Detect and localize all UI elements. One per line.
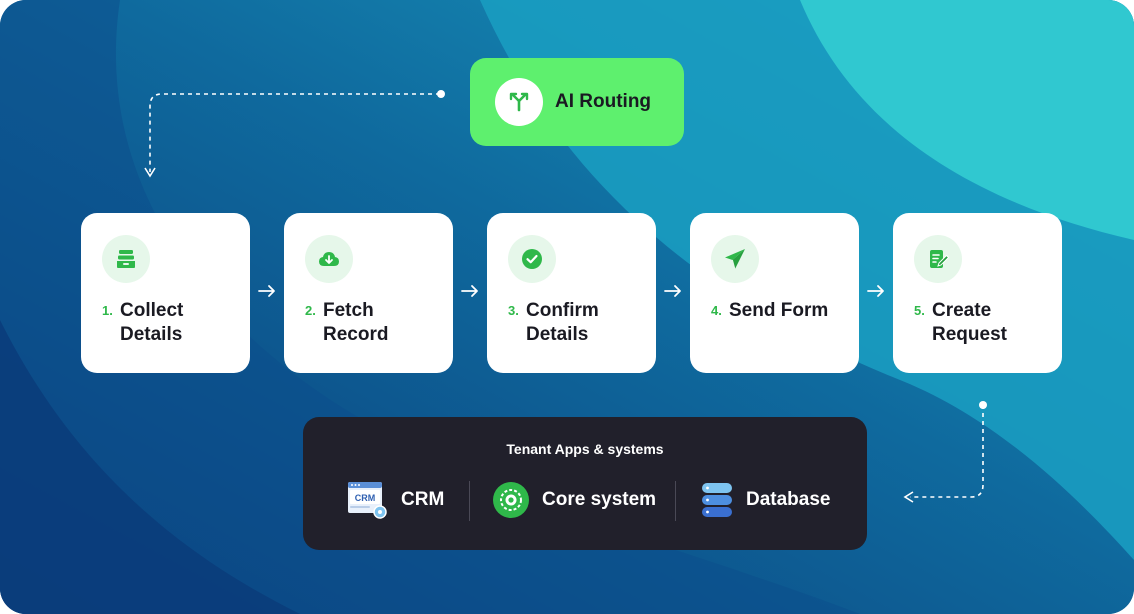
inbox-tray-icon bbox=[102, 235, 150, 283]
tenant-apps-panel: Tenant Apps & systems CRM CRM bbox=[303, 417, 867, 550]
arrow-right-icon bbox=[258, 285, 275, 297]
step-number: 1. bbox=[102, 303, 113, 318]
tenant-panel-title: Tenant Apps & systems bbox=[506, 441, 664, 457]
step-create-request[interactable]: 5. Create Request bbox=[893, 213, 1062, 373]
database-icon bbox=[702, 483, 732, 517]
step-fetch-record[interactable]: 2. Fetch Record bbox=[284, 213, 453, 373]
step-label: Collect Details bbox=[120, 300, 184, 345]
step-number: 5. bbox=[914, 303, 925, 318]
ai-routing-label: AI Routing bbox=[555, 91, 652, 112]
cloud-download-icon bbox=[305, 235, 353, 283]
check-circle-icon bbox=[508, 235, 556, 283]
system-crm[interactable]: CRM CRM bbox=[347, 481, 444, 519]
divider bbox=[675, 481, 676, 521]
arrow-right-icon bbox=[664, 285, 681, 297]
system-core[interactable]: Core system bbox=[492, 481, 656, 519]
step-confirm-details[interactable]: 3. Confirm Details bbox=[487, 213, 656, 373]
arrow-right-icon bbox=[867, 285, 884, 297]
arrow-right-icon bbox=[461, 285, 478, 297]
step-collect-details[interactable]: 1. Collect Details bbox=[81, 213, 250, 373]
step-number: 2. bbox=[305, 303, 316, 318]
paper-plane-icon bbox=[711, 235, 759, 283]
step-number: 3. bbox=[508, 303, 519, 318]
system-label: CRM bbox=[401, 489, 445, 510]
system-label: Core system bbox=[542, 489, 657, 510]
step-label: Confirm Details bbox=[526, 300, 599, 345]
crm-icon-text: CRM bbox=[355, 493, 376, 503]
divider bbox=[469, 481, 470, 521]
core-system-icon bbox=[493, 482, 529, 518]
system-database[interactable]: Database bbox=[700, 481, 831, 519]
step-send-form[interactable]: 4. Send Form bbox=[690, 213, 859, 373]
crm-window-icon: CRM bbox=[348, 482, 387, 519]
step-number: 4. bbox=[711, 303, 722, 318]
step-label: Send Form bbox=[729, 300, 829, 321]
step-label: Create Request bbox=[932, 300, 1007, 345]
edit-document-icon bbox=[914, 235, 962, 283]
ai-routing-node[interactable]: AI Routing bbox=[470, 58, 684, 146]
system-label: Database bbox=[746, 489, 831, 510]
step-label: Fetch Record bbox=[323, 300, 389, 345]
routing-fork-icon bbox=[495, 78, 543, 126]
